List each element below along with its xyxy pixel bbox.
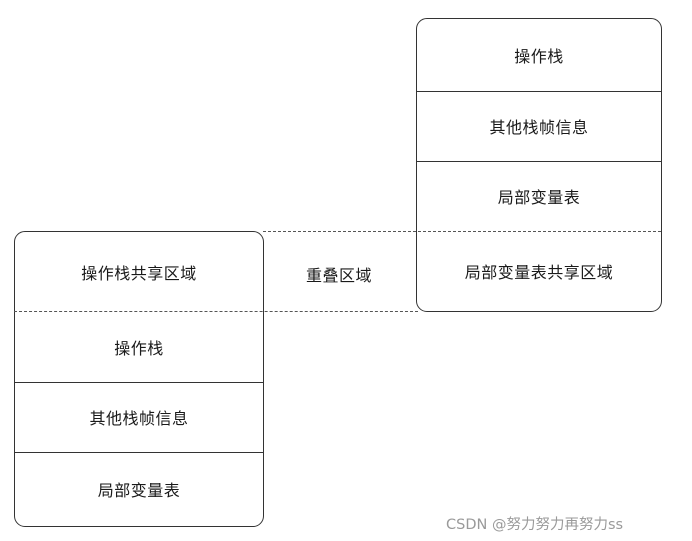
lower-frame-local-vars: 局部变量表 bbox=[15, 452, 263, 526]
lower-frame-operand-stack-shared-label: 操作栈共享区域 bbox=[81, 264, 197, 283]
lower-frame-divider bbox=[15, 452, 263, 453]
upper-frame-local-vars-shared: 局部变量表共享区域 bbox=[417, 231, 661, 311]
lower-frame-operand-stack: 操作栈 bbox=[15, 312, 263, 382]
watermark: CSDN @努力努力再努力ss bbox=[446, 517, 624, 533]
upper-frame-other-info: 其他栈帧信息 bbox=[417, 91, 661, 161]
upper-frame-operand-stack-label: 操作栈 bbox=[514, 47, 564, 66]
overlap-top-dashed-line bbox=[263, 231, 661, 232]
lower-frame-divider bbox=[15, 382, 263, 383]
upper-stack-frame: 操作栈 其他栈帧信息 局部变量表 局部变量表共享区域 bbox=[416, 18, 662, 312]
lower-frame-other-info-label: 其他栈帧信息 bbox=[89, 409, 189, 428]
lower-stack-frame: 操作栈共享区域 操作栈 其他栈帧信息 局部变量表 bbox=[14, 231, 264, 527]
upper-frame-divider bbox=[417, 161, 661, 162]
lower-frame-operand-stack-shared: 操作栈共享区域 bbox=[15, 232, 263, 312]
lower-frame-local-vars-label: 局部变量表 bbox=[97, 481, 181, 500]
upper-frame-other-info-label: 其他栈帧信息 bbox=[489, 118, 589, 137]
upper-frame-local-vars: 局部变量表 bbox=[417, 161, 661, 231]
lower-frame-other-info: 其他栈帧信息 bbox=[15, 382, 263, 452]
lower-frame-operand-stack-label: 操作栈 bbox=[114, 339, 164, 358]
upper-frame-divider bbox=[417, 91, 661, 92]
upper-frame-local-vars-label: 局部变量表 bbox=[497, 188, 581, 207]
overlap-region-label: 重叠区域 bbox=[306, 266, 373, 285]
overlap-bottom-dashed-line bbox=[14, 311, 418, 312]
upper-frame-operand-stack: 操作栈 bbox=[417, 19, 661, 91]
upper-frame-local-vars-shared-label: 局部变量表共享区域 bbox=[464, 263, 614, 282]
